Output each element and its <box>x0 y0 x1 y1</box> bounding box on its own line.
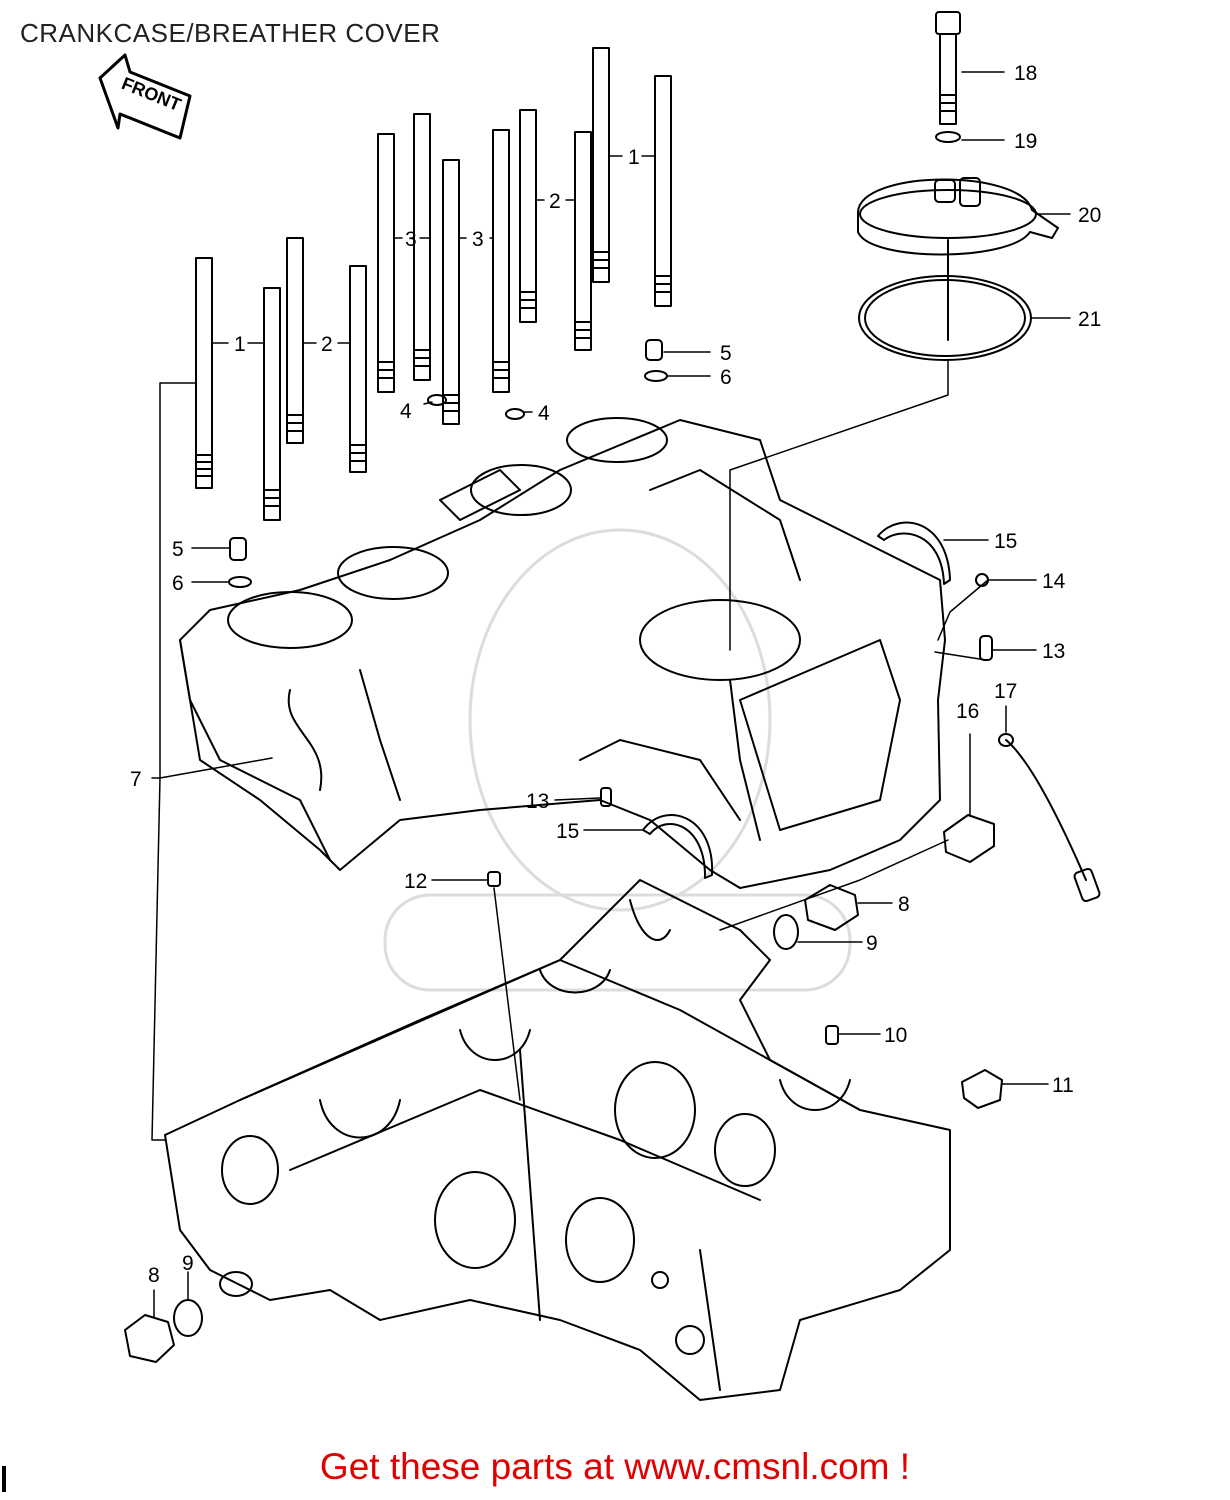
stud <box>492 129 510 393</box>
stud <box>195 257 213 489</box>
callout-3: 3 <box>472 228 484 251</box>
callout-7: 7 <box>130 768 142 791</box>
callout-8: 8 <box>148 1264 160 1287</box>
callout-10: 10 <box>884 1024 907 1047</box>
callout-3: 3 <box>405 228 417 251</box>
callout-9: 9 <box>182 1252 194 1275</box>
callout-6: 6 <box>172 572 184 595</box>
drain-plugs <box>124 733 1101 1363</box>
o-ring <box>505 408 525 420</box>
lower-crankcase <box>164 879 951 1401</box>
stud <box>574 131 592 351</box>
callout-13: 13 <box>1042 640 1065 663</box>
callout-1: 1 <box>234 333 246 356</box>
callout-5: 5 <box>720 342 732 365</box>
screw <box>487 871 501 887</box>
callout-4: 4 <box>400 400 412 423</box>
callout-12: 12 <box>404 870 427 893</box>
o-ring <box>228 576 252 588</box>
dowel-pin <box>645 339 663 361</box>
callout-17: 17 <box>994 680 1017 703</box>
callout-13: 13 <box>526 790 549 813</box>
o-ring <box>427 394 447 406</box>
callout-11: 11 <box>1052 1074 1074 1097</box>
callout-15: 15 <box>994 530 1017 553</box>
callout-2: 2 <box>549 190 561 213</box>
small-parts <box>228 339 993 1045</box>
callout-19: 19 <box>1014 130 1037 153</box>
callout-21: 21 <box>1078 308 1101 331</box>
stud <box>286 237 304 444</box>
upper-crankcase <box>179 417 946 889</box>
bearing-shell <box>642 814 714 879</box>
callout-14: 14 <box>1042 570 1066 593</box>
stud <box>263 287 281 521</box>
callout-16: 16 <box>956 700 979 723</box>
stud <box>349 265 367 473</box>
callout-15: 15 <box>556 820 579 843</box>
leader-lines <box>151 71 1071 1319</box>
callout-20: 20 <box>1078 204 1101 227</box>
o-ring <box>644 370 668 382</box>
callout-18: 18 <box>1014 62 1037 85</box>
dowel-pin <box>600 787 612 807</box>
callout-8: 8 <box>898 893 910 916</box>
stud <box>654 75 672 307</box>
page-title: CRANKCASE/BREATHER COVER <box>20 18 441 48</box>
callout-4: 4 <box>538 402 550 425</box>
stud <box>413 113 431 381</box>
callout-2: 2 <box>321 333 333 356</box>
cylinder-studs <box>195 47 672 521</box>
callout-5: 5 <box>172 538 184 561</box>
watermark <box>383 528 852 992</box>
stud <box>592 47 610 283</box>
bearing-shell <box>877 521 951 585</box>
stud <box>519 109 537 323</box>
breather-assembly <box>857 11 1059 361</box>
callout-6: 6 <box>720 366 732 389</box>
callout-1: 1 <box>628 146 640 169</box>
dowel-pin <box>979 635 993 661</box>
footer-link[interactable]: Get these parts at www.cmsnl.com ! <box>319 1446 911 1487</box>
stud <box>377 133 395 393</box>
front-arrow-icon: FRONT <box>98 53 192 140</box>
stud <box>442 159 460 425</box>
callout-9: 9 <box>866 932 878 955</box>
corner-mark <box>2 1466 6 1492</box>
callouts: 18 19 20 21 5 6 4 4 1 1 2 2 3 3 5 6 7 15… <box>130 62 1101 1287</box>
plug-screw <box>825 1025 839 1045</box>
neutral-switch <box>943 814 995 863</box>
dowel-pin <box>229 537 247 561</box>
